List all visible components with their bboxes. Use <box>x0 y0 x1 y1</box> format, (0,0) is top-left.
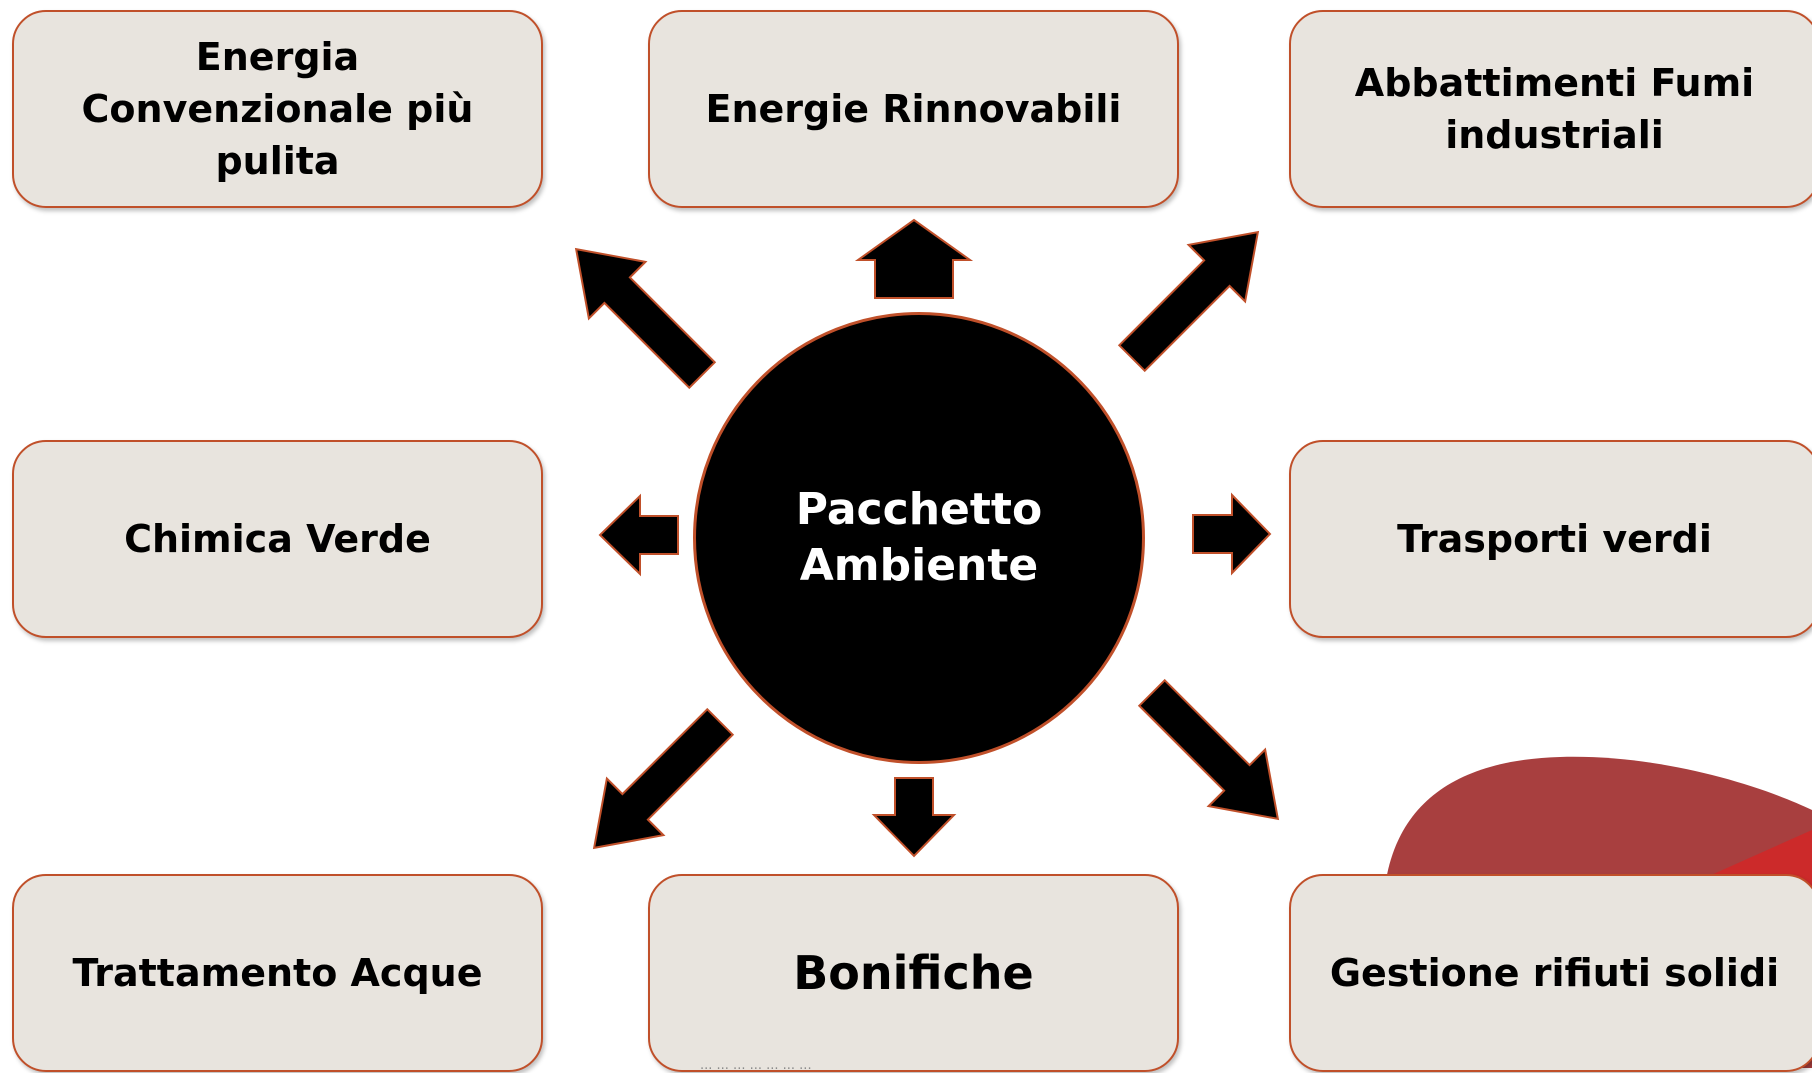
box-label: Trattamento Acque <box>72 951 483 995</box>
footer-text: ... ... ... ... ... ... ... <box>700 1058 812 1073</box>
box-label: Energie Rinnovabili <box>705 87 1122 131</box>
box-chimica-verde: Chimica Verde <box>12 440 543 638</box>
box-gestione-rifiuti: Gestione rifiuti solidi <box>1289 874 1812 1072</box>
box-trattamento-acque: Trattamento Acque <box>12 874 543 1072</box>
box-label: Bonifiche <box>793 946 1034 1000</box>
center-label: Pacchetto Ambiente <box>795 484 1043 591</box>
center-circle: Pacchetto Ambiente <box>693 312 1145 764</box>
box-label: Chimica Verde <box>124 517 431 561</box>
box-abbattimenti-fumi: Abbattimenti Fumi industriali <box>1289 10 1812 208</box>
box-label: Energia Convenzionale più pulita <box>81 35 474 183</box>
box-label: Trasporti verdi <box>1397 517 1712 561</box>
box-trasporti-verdi: Trasporti verdi <box>1289 440 1812 638</box>
box-label: Abbattimenti Fumi industriali <box>1354 61 1755 157</box>
box-energia-convenzionale: Energia Convenzionale più pulita <box>12 10 543 208</box>
box-label: Gestione rifiuti solidi <box>1329 951 1780 995</box>
box-energie-rinnovabili: Energie Rinnovabili <box>648 10 1179 208</box>
box-bonifiche: Bonifiche <box>648 874 1179 1072</box>
